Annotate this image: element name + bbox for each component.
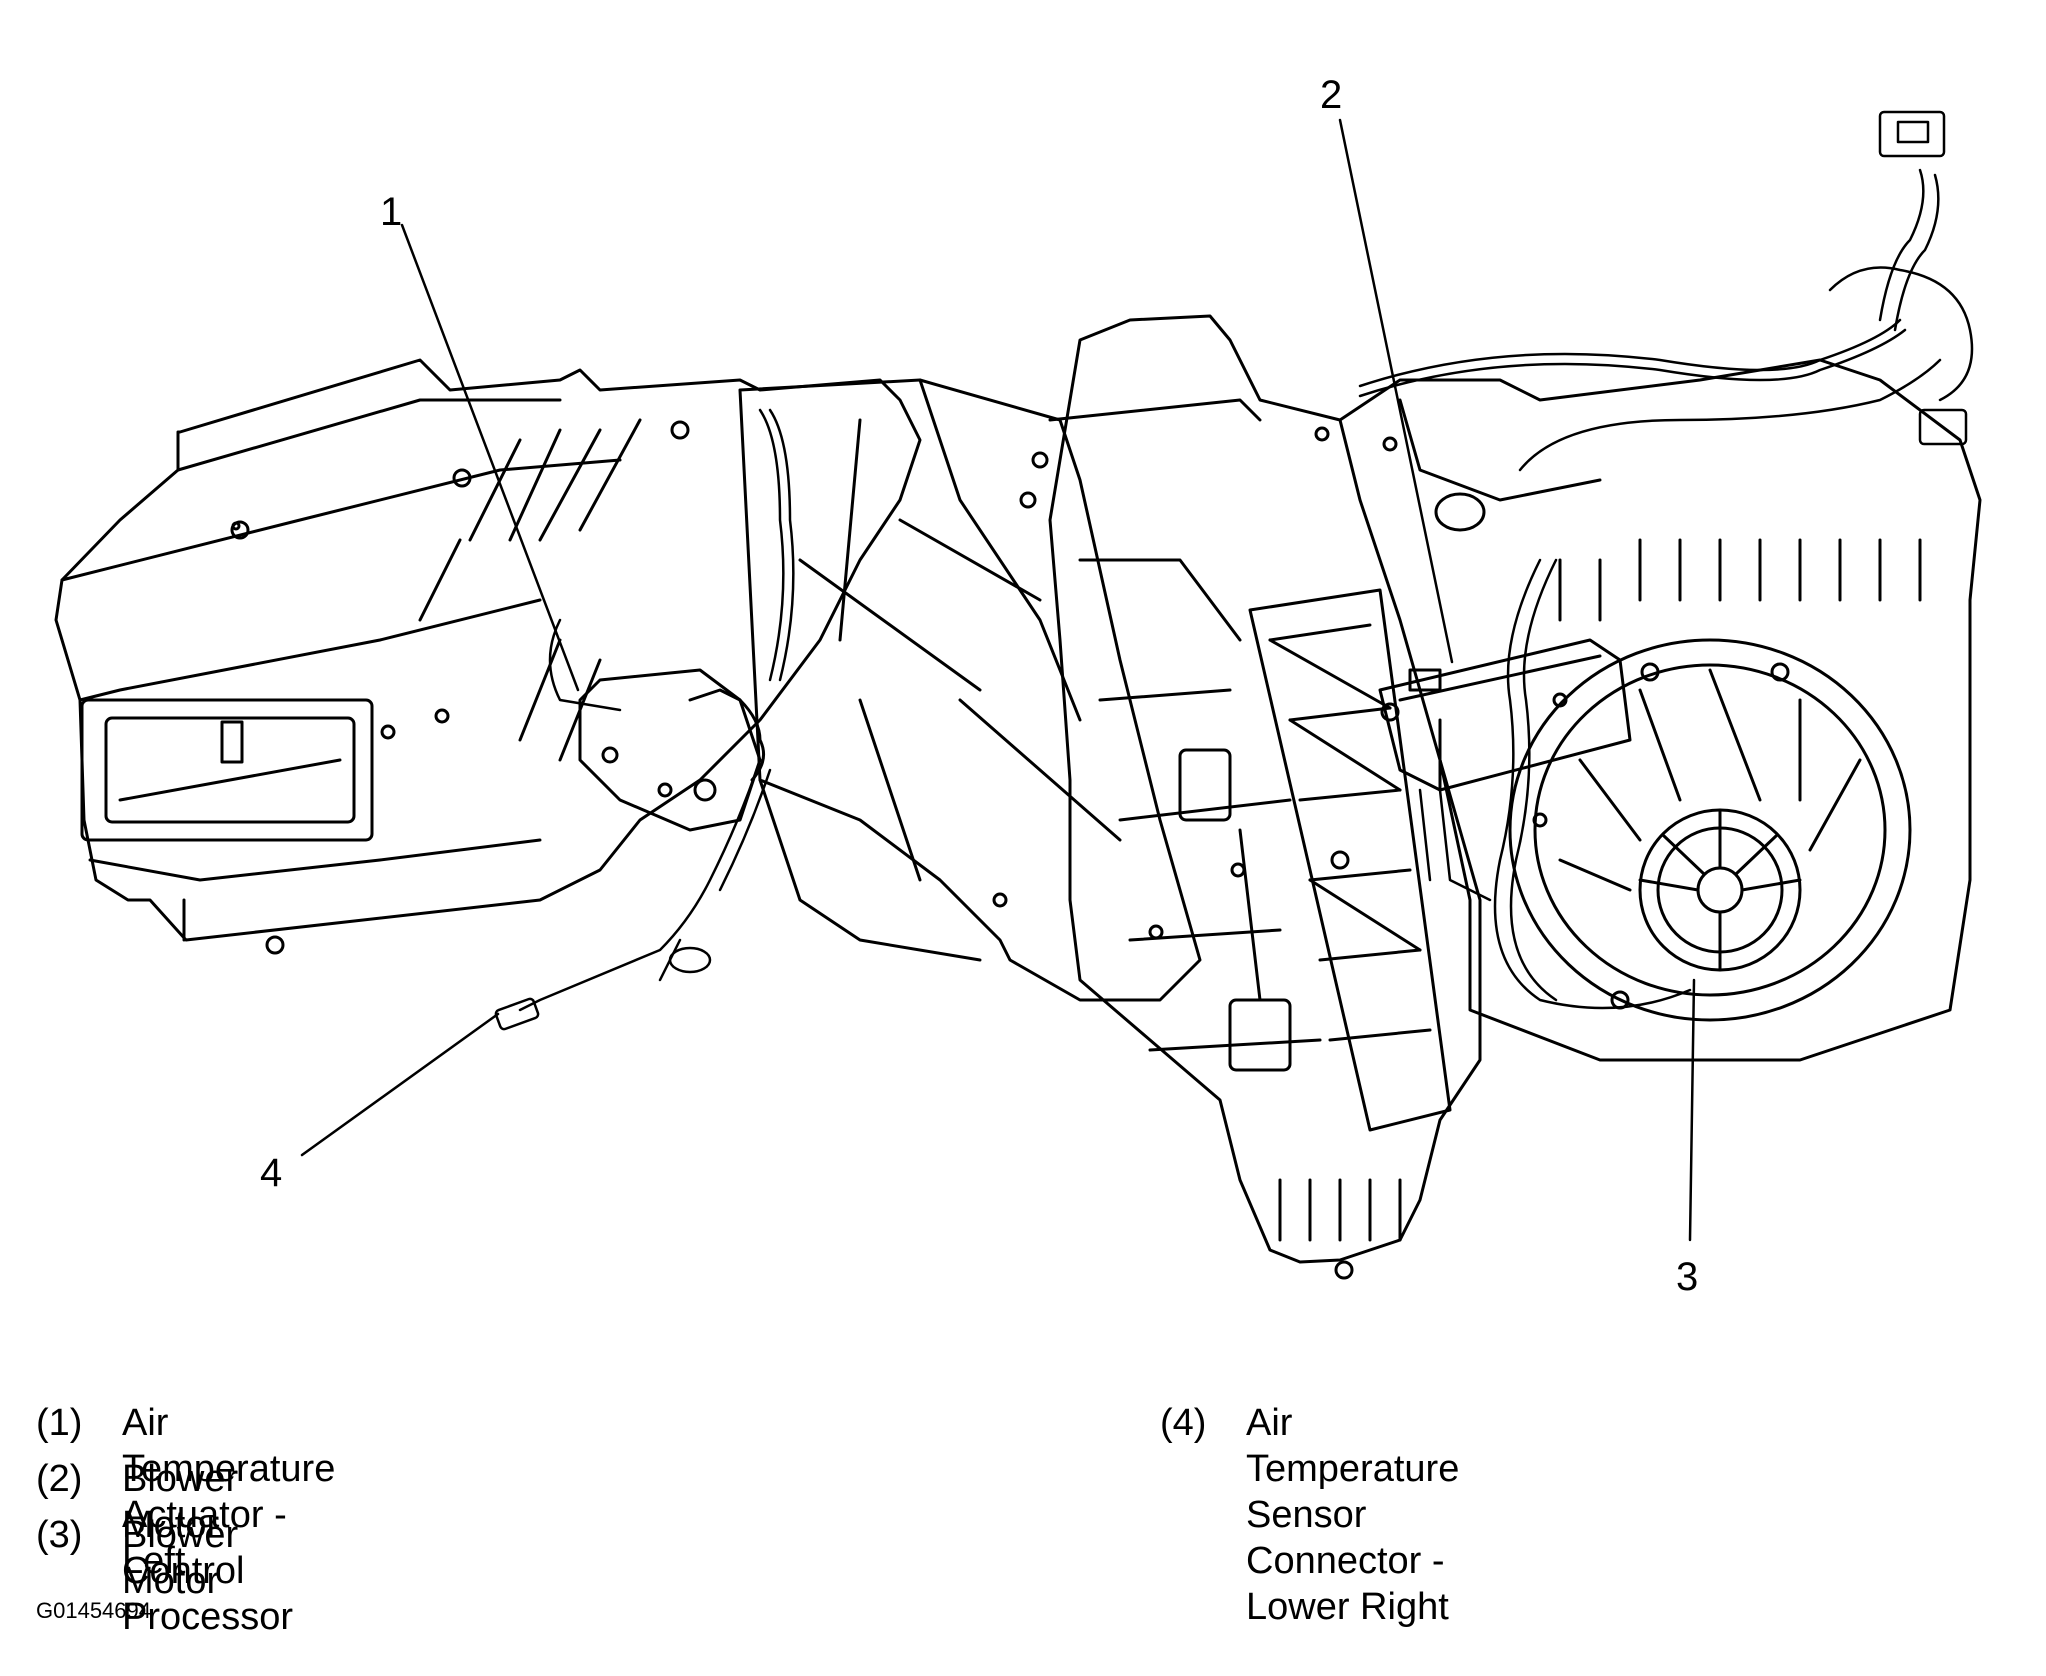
leader-line-2 (1338, 118, 1454, 664)
air-temperature-actuator (578, 668, 766, 832)
legend-number: (3) (36, 1514, 83, 1556)
wiring-harness (494, 110, 1974, 1031)
left-duct-housing (54, 358, 922, 955)
legend-number: (2) (36, 1458, 83, 1500)
legend-number: (1) (36, 1402, 83, 1444)
center-plenum-housing (738, 378, 1202, 1002)
callout-3: 3 (1676, 1255, 1698, 1299)
legend-text: Air Temperature Actuator - Left (122, 1402, 336, 1582)
legend-text: Air Temperature Sensor Connector - Lower… (1246, 1402, 1460, 1628)
callout-1: 1 (380, 190, 402, 234)
legend-text: Blower Motor (122, 1514, 239, 1602)
hvac-module-diagram: 1 2 3 4 (54, 73, 1982, 1299)
heater-core-case (1048, 314, 1482, 1280)
leader-line-1 (400, 223, 580, 692)
callout-2: 2 (1320, 73, 1342, 117)
leader-line-4 (300, 1012, 500, 1157)
leader-line-3 (1688, 978, 1696, 1242)
legend-number: (4) (1160, 1402, 1207, 1444)
legend-text: Blower Motor Control Processor (122, 1458, 294, 1638)
blower-motor-control-processor (1378, 638, 1632, 792)
leader-lines (300, 118, 1696, 1242)
callout-4: 4 (260, 1151, 282, 1195)
legend: (1) Air Temperature Actuator - Left (2) … (0, 1400, 2046, 1638)
blower-housing (1314, 358, 1982, 1062)
figure-id: G01454694 (36, 1598, 151, 1623)
